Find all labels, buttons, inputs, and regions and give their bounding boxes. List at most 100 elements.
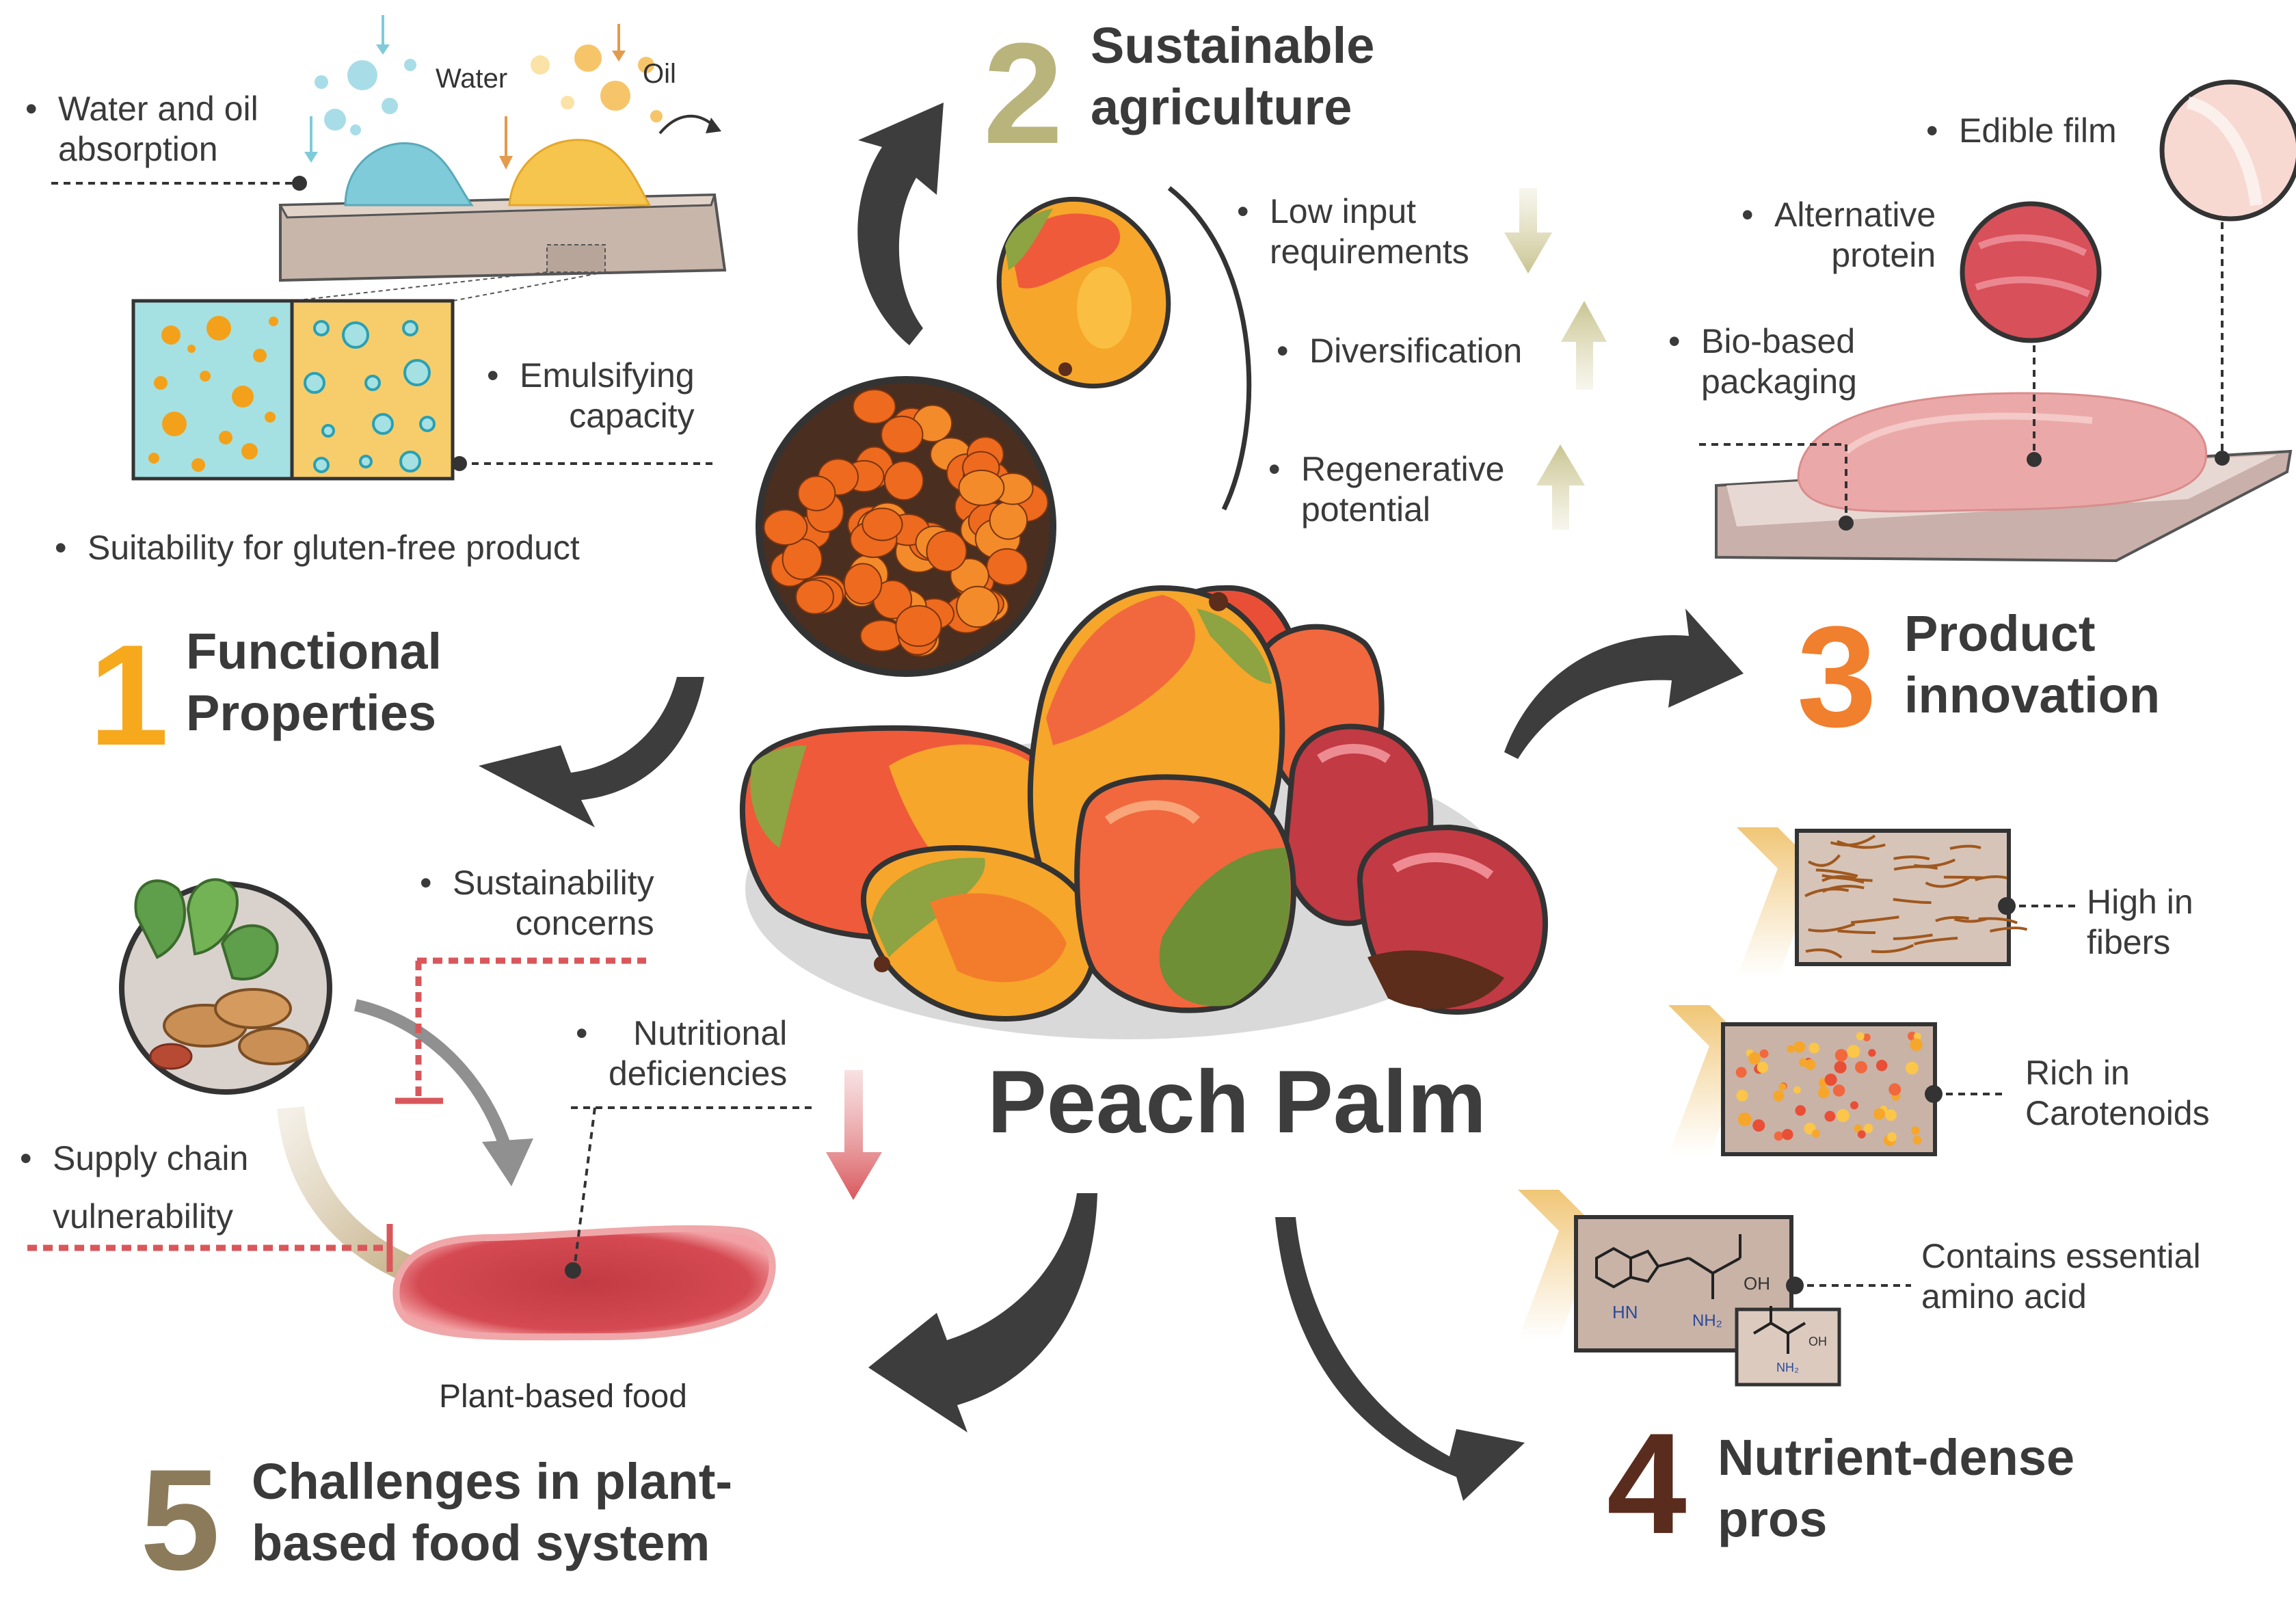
fiber-strand bbox=[1808, 922, 1856, 933]
bunch-fruit bbox=[881, 415, 924, 454]
fiber-strand bbox=[1805, 948, 1843, 959]
carotenoid-dot bbox=[1857, 1130, 1866, 1138]
carotenoid-dot bbox=[1873, 1108, 1885, 1120]
carotenoid-dot bbox=[1735, 1067, 1747, 1078]
section3-leader-lines bbox=[1699, 222, 2224, 523]
fiber-strand bbox=[1893, 865, 1938, 871]
fiber-strand bbox=[1851, 916, 1899, 924]
fiber-strand bbox=[1893, 898, 1932, 905]
bunch-fruit bbox=[862, 507, 903, 542]
bunch-fruit bbox=[797, 475, 836, 511]
carotenoid-box-illustration bbox=[1721, 1022, 1937, 1156]
carotenoid-dot bbox=[1812, 1129, 1820, 1138]
section1-leader-lines bbox=[51, 182, 715, 465]
carotenoid-dot bbox=[1856, 1032, 1865, 1041]
carotenoid-dot bbox=[1863, 1123, 1873, 1133]
carotenoid-dot bbox=[1737, 1112, 1752, 1127]
carotenoid-dot bbox=[1905, 1061, 1919, 1075]
carotenoid-dot bbox=[1885, 1109, 1897, 1121]
carotenoid-dot bbox=[1868, 1049, 1876, 1057]
tray-with-meat-illustration bbox=[1715, 392, 2293, 563]
fiber-strand bbox=[1808, 854, 1841, 867]
peach-palm-fruits-illustration bbox=[739, 585, 1549, 1039]
carotenoid-dot bbox=[1808, 1042, 1820, 1054]
water-label: Water bbox=[436, 64, 508, 94]
chem-oh-label: OH bbox=[1744, 1273, 1770, 1294]
carotenoid-dot bbox=[1782, 1129, 1793, 1141]
carotenoid-dot bbox=[1888, 1083, 1901, 1096]
carotenoid-dot bbox=[1795, 1105, 1806, 1116]
oil-label: Oil bbox=[643, 59, 676, 89]
carotenoid-dot bbox=[1824, 1074, 1837, 1086]
bunch-fruit bbox=[989, 501, 1028, 540]
carotenoid-dot bbox=[1912, 1136, 1922, 1145]
carotenoid-dot bbox=[1910, 1038, 1923, 1051]
carotenoid-dot bbox=[1824, 1110, 1836, 1122]
carotenoid-dot bbox=[1863, 1033, 1871, 1041]
fiber-strand bbox=[1826, 876, 1865, 884]
carotenoid-dot bbox=[1854, 1124, 1863, 1133]
bunch-fruit bbox=[958, 469, 1005, 506]
plant-protein-circle-illustration bbox=[119, 878, 332, 1095]
section1-number: 1 bbox=[89, 615, 169, 775]
carotenoid-dot bbox=[1832, 1084, 1845, 1097]
bunch-fruit bbox=[895, 604, 942, 648]
carotenoid-leader-dot bbox=[1925, 1085, 1943, 1103]
chem-hn-label: HN bbox=[1612, 1302, 1638, 1322]
fiber-leader-dot bbox=[1998, 897, 2016, 915]
bunch-fruit bbox=[852, 388, 896, 425]
plant-based-patty-illustration bbox=[392, 1225, 776, 1341]
bunch-fruit bbox=[795, 579, 834, 615]
fiber-strand bbox=[1837, 840, 1886, 849]
carotenoid-dot bbox=[1913, 1032, 1921, 1041]
section4-number: 4 bbox=[1607, 1403, 1687, 1564]
patty-leader-dot bbox=[565, 1262, 581, 1279]
agriculture-trend-arrows bbox=[1504, 188, 1607, 530]
carotenoid-dot bbox=[1847, 1045, 1860, 1058]
bunch-fruit bbox=[926, 530, 967, 572]
bunch-fruit bbox=[986, 548, 1028, 586]
chem-oh-small-label: OH bbox=[1808, 1335, 1827, 1348]
carotenoid-dot bbox=[1736, 1089, 1748, 1102]
carotenoid-dot bbox=[1834, 1049, 1848, 1062]
emulsion-boxes-illustration bbox=[131, 271, 606, 481]
carotenoid-dot bbox=[1752, 1119, 1765, 1132]
bunch-fruit bbox=[843, 563, 883, 605]
carotenoid-dot bbox=[1759, 1049, 1769, 1058]
fiber-strand bbox=[1815, 868, 1858, 878]
carotenoid-dot bbox=[1804, 1059, 1816, 1070]
peach-palm-title: Peach Palm bbox=[987, 1052, 1486, 1151]
gluten-free-item: Suitability for gluten-free product bbox=[55, 528, 580, 568]
fiber-strand bbox=[1830, 834, 1876, 846]
carotenoid-dot bbox=[1850, 1101, 1858, 1110]
fiber-strand bbox=[1990, 926, 2028, 933]
amino-leader-dot bbox=[1786, 1277, 1804, 1294]
carotenoid-dot bbox=[1817, 1086, 1830, 1099]
fiber-strand bbox=[1914, 937, 1958, 946]
packaging-leader-dot bbox=[1839, 516, 1854, 531]
film-leader-dot bbox=[2215, 451, 2230, 466]
fiber-strand bbox=[1893, 855, 1930, 861]
plant-based-food-caption: Plant-based food bbox=[439, 1378, 687, 1415]
fiber-strand bbox=[1893, 933, 1933, 940]
carotenoid-dot bbox=[1886, 1132, 1897, 1142]
carotenoid-dot bbox=[1773, 1090, 1785, 1102]
section2-number: 2 bbox=[983, 13, 1063, 174]
protein-leader-dot bbox=[2027, 452, 2042, 467]
absorption-leader-dot bbox=[292, 176, 307, 191]
fiber-strand bbox=[1925, 877, 1970, 888]
fiber-strand bbox=[1837, 929, 1875, 934]
